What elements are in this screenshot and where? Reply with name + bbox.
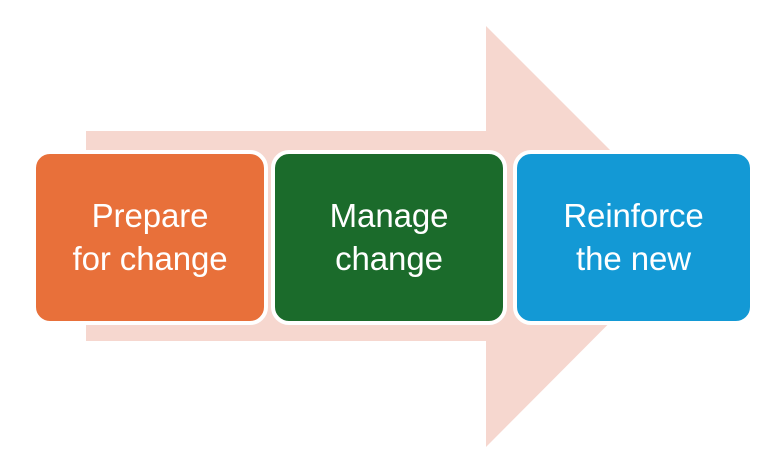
stage-box-prepare[interactable]: Prepare for change (32, 150, 268, 325)
stage-label-manage: Manage change (329, 196, 449, 277)
stage-box-reinforce[interactable]: Reinforce the new (513, 150, 754, 325)
stage-box-manage[interactable]: Manage change (271, 150, 507, 325)
stage-label-reinforce: Reinforce the new (563, 196, 704, 277)
stage-label-prepare: Prepare for change (72, 196, 228, 277)
